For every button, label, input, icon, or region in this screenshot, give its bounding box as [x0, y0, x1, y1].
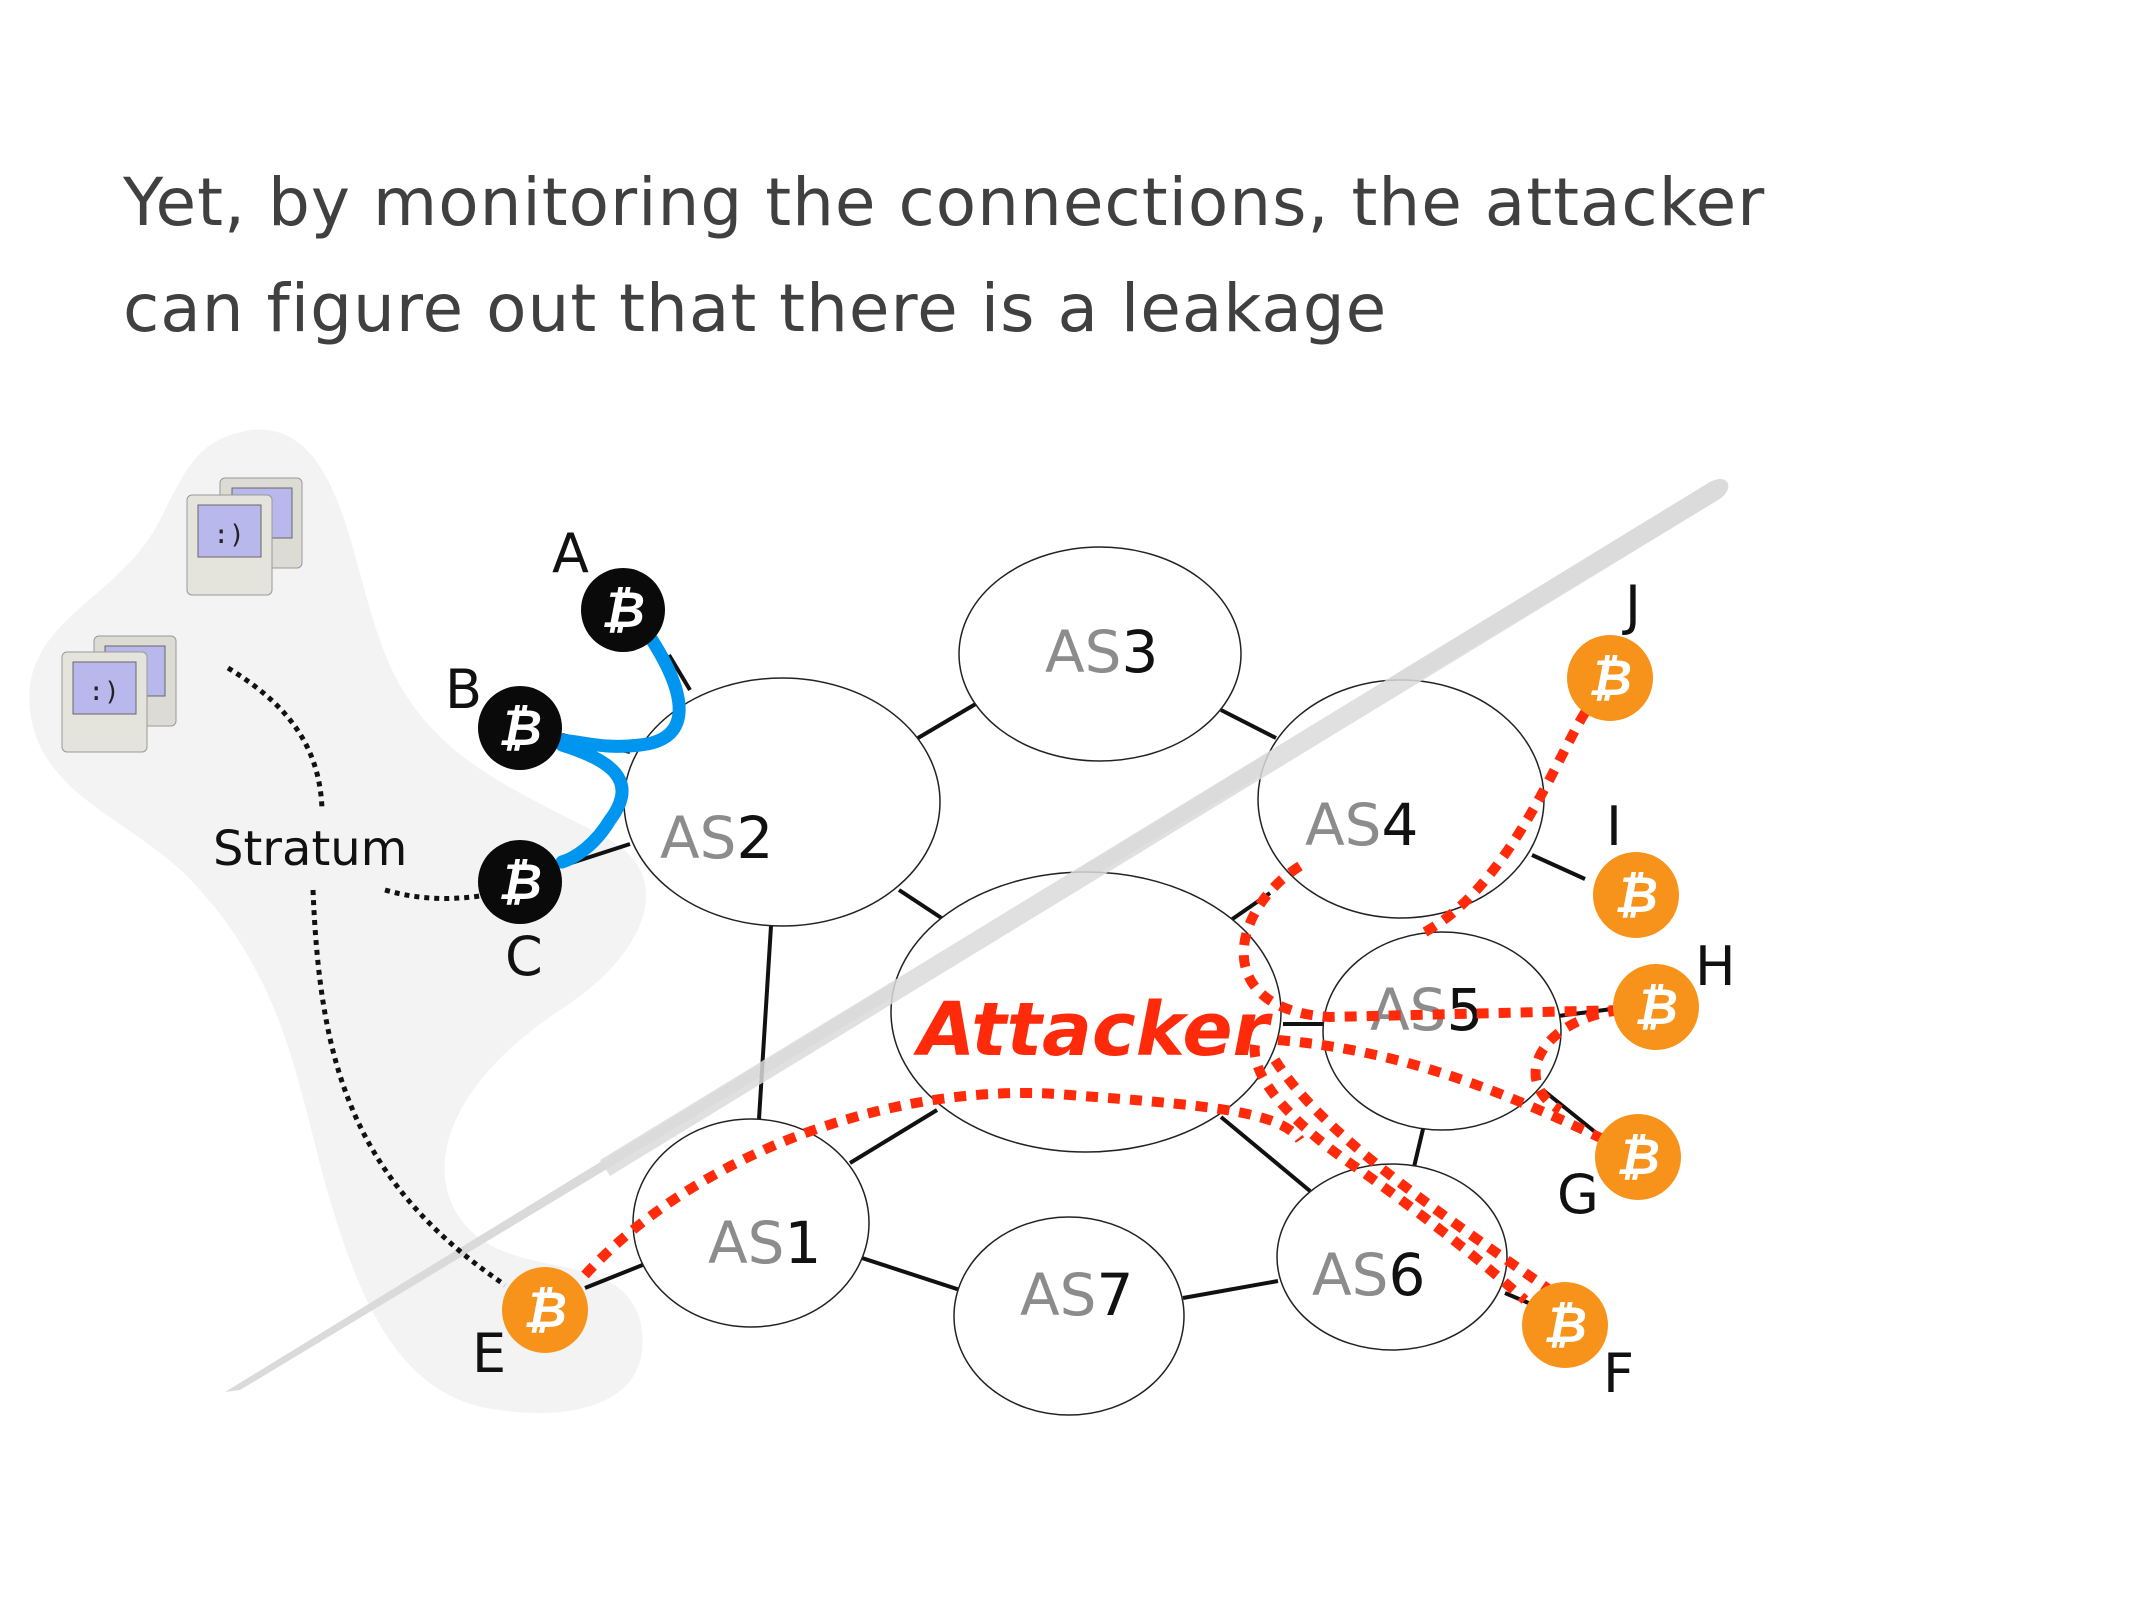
link-as7-as6: [1182, 1279, 1279, 1300]
node-f[interactable]: F: [1522, 1282, 1634, 1405]
path-attacker-j: [1422, 696, 1599, 937]
as6-label: AS6: [1312, 1241, 1425, 1309]
link-as3-as4: [1220, 708, 1277, 740]
miner-computer-group-1: :): [186, 477, 303, 596]
svg-text::): :): [88, 677, 119, 707]
node-a-label: A: [552, 522, 589, 585]
stratum-link-c: [384, 887, 481, 901]
path-attacker-h: [1238, 861, 1626, 1023]
path-e-attacker: [581, 1088, 1305, 1279]
node-a[interactable]: A: [552, 522, 665, 652]
link-as2-as3: [916, 700, 981, 740]
link-a-as2: [667, 653, 692, 692]
node-f-label: F: [1603, 1342, 1634, 1405]
link-as1-attacker: [848, 1108, 939, 1165]
as1-circle[interactable]: [632, 1118, 870, 1328]
svg-text::): :): [213, 520, 244, 550]
pool-connections: [548, 633, 686, 869]
link-attacker-as6: [1219, 1115, 1312, 1193]
node-c[interactable]: C: [478, 840, 562, 988]
stratum-links: [226, 665, 507, 1288]
attacker-label: Attacker: [913, 987, 1274, 1073]
link-e-as1: [584, 1262, 646, 1290]
node-i-label: I: [1606, 795, 1622, 858]
link-as5-as6: [1412, 1128, 1425, 1168]
stratum-label: Stratum: [213, 821, 407, 877]
attacker-paths: [581, 696, 1626, 1304]
as5-circle[interactable]: [1322, 931, 1562, 1131]
pool-link-b-c: [555, 738, 629, 869]
path-attacker-g: [1277, 1035, 1608, 1145]
as2-label: AS2: [660, 804, 773, 872]
miner-computer-group-2: :): [61, 635, 177, 753]
node-e[interactable]: E: [472, 1267, 588, 1385]
partition-line-overlay: [600, 479, 1729, 1176]
as6-circle[interactable]: [1276, 1163, 1508, 1351]
node-j-label: J: [1622, 574, 1641, 637]
link-as1-as7: [861, 1256, 961, 1292]
node-i[interactable]: I: [1593, 795, 1679, 938]
node-g-label: G: [1557, 1163, 1599, 1226]
mining-pool-region: [29, 429, 647, 1414]
as4-label: AS4: [1305, 791, 1418, 859]
node-g[interactable]: G: [1557, 1114, 1681, 1226]
link-as4-i: [1531, 853, 1586, 881]
path-h-g: [1530, 1005, 1621, 1115]
node-b[interactable]: B: [445, 658, 562, 770]
link-as2-attacker: [897, 888, 945, 921]
title-line-2: can figure out that there is a leakage: [123, 270, 1388, 347]
node-h[interactable]: H: [1613, 935, 1736, 1050]
link-as2-as1: [757, 925, 773, 1120]
as2-circle[interactable]: [623, 677, 941, 927]
as3-circle[interactable]: [958, 546, 1242, 762]
node-c-label: C: [505, 925, 543, 988]
node-h-label: H: [1695, 935, 1736, 998]
as7-label: AS7: [1020, 1261, 1133, 1329]
node-b-label: B: [445, 658, 482, 721]
stratum-link-upper: [226, 665, 325, 811]
node-j[interactable]: J: [1567, 574, 1653, 721]
as1-label: AS1: [708, 1209, 821, 1277]
node-e-label: E: [472, 1322, 506, 1385]
title-line-1: Yet, by monitoring the connections, the …: [123, 164, 1766, 241]
slide-title: Yet, by monitoring the connections, the …: [123, 150, 2023, 362]
as7-circle[interactable]: [953, 1216, 1185, 1416]
pool-link-a-b: [548, 633, 686, 753]
as3-label: AS3: [1045, 618, 1158, 686]
